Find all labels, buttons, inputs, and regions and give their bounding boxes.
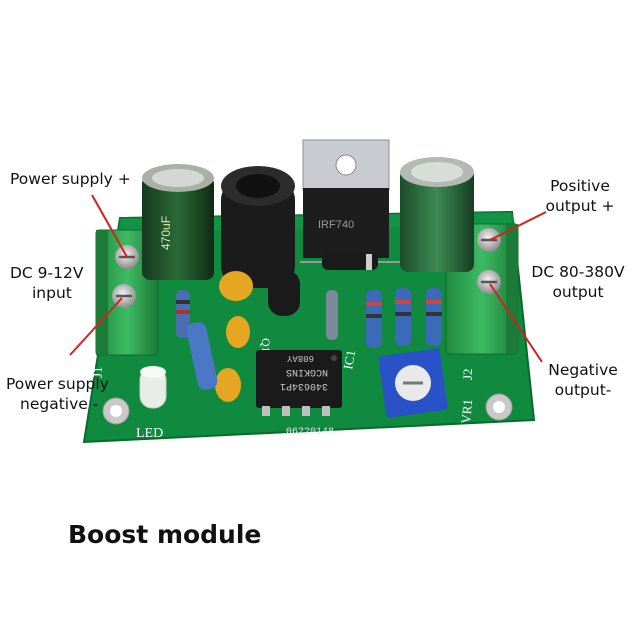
inductor bbox=[221, 166, 295, 288]
pcb-led-marking: LED bbox=[136, 426, 163, 441]
ceramic-capacitor bbox=[219, 271, 253, 301]
resistor bbox=[395, 288, 411, 346]
label-negative-output-line1: Negative bbox=[548, 361, 618, 379]
mosfet: IRF740 bbox=[302, 139, 390, 258]
diode bbox=[300, 254, 400, 270]
label-positive-line2: output + bbox=[545, 197, 615, 215]
pcb-j1-marking: J1 bbox=[90, 366, 105, 378]
mosfet-label: IRF740 bbox=[318, 219, 354, 231]
resistor bbox=[366, 290, 382, 348]
label-power-supply-negative: Power supply negative - bbox=[6, 374, 109, 414]
electrolytic-capacitor: 470uF bbox=[142, 164, 214, 280]
caption: Boost module bbox=[68, 520, 262, 549]
label-negative-output-line2: output- bbox=[554, 381, 612, 399]
label-negative-line2: negative - bbox=[20, 395, 99, 413]
capacitor-label: 470uF bbox=[159, 216, 173, 250]
ceramic-capacitor bbox=[226, 316, 250, 348]
pcb-ic1-marking: IC1 bbox=[340, 349, 358, 371]
label-dc-output-line2: output bbox=[552, 283, 604, 301]
label-dc-input-line2: input bbox=[32, 284, 72, 302]
label-dc-input: DC 9-12V input bbox=[10, 263, 110, 303]
ic-text-3: 608AY bbox=[286, 353, 314, 363]
potentiometer bbox=[378, 348, 448, 418]
resistor bbox=[186, 322, 218, 390]
label-dc-input-line1: DC 9-12V bbox=[10, 264, 84, 282]
resistor bbox=[426, 288, 442, 346]
resistor bbox=[176, 290, 190, 338]
led bbox=[139, 366, 167, 409]
label-power-supply-plus: Power supply + bbox=[10, 170, 131, 188]
ic-chip: NCGKINS 340634P1 608AY bbox=[256, 350, 342, 416]
label-positive-output: Positive output + bbox=[540, 176, 620, 216]
label-dc-output: DC 80-380V output bbox=[522, 262, 634, 302]
resistor bbox=[326, 290, 338, 340]
label-positive-line1: Positive bbox=[550, 177, 610, 195]
ceramic-capacitor bbox=[215, 368, 241, 402]
pcb-serial-number: 06220148 bbox=[286, 427, 334, 438]
label-negative-output: Negative output- bbox=[538, 360, 628, 400]
transistor: Q1 bbox=[259, 270, 300, 353]
q1-label: Q1 bbox=[259, 338, 273, 353]
ic-text-1: NCGKINS bbox=[286, 366, 328, 377]
ic-text-2: 340634P1 bbox=[280, 380, 328, 391]
mounting-hole bbox=[485, 393, 513, 421]
pointer-lines bbox=[69, 194, 547, 363]
pcb-vr1-marking: VR1 bbox=[458, 398, 475, 424]
mounting-hole bbox=[102, 397, 130, 425]
label-negative-line1: Power supply bbox=[6, 375, 109, 393]
label-dc-output-line1: DC 80-380V bbox=[531, 263, 625, 281]
pcb-j2-marking: J2 bbox=[460, 368, 475, 380]
electrolytic-capacitor bbox=[400, 157, 474, 272]
